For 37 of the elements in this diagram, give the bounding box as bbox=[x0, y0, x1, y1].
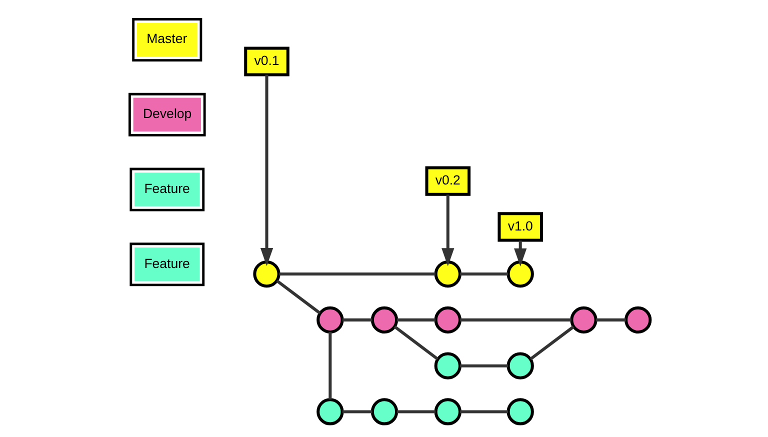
node-circle bbox=[624, 306, 652, 334]
connector bbox=[595, 318, 626, 322]
connector bbox=[396, 410, 436, 414]
connector bbox=[328, 332, 332, 400]
node-circle bbox=[370, 306, 398, 334]
node-circle bbox=[506, 352, 534, 380]
connector bbox=[278, 272, 436, 276]
node-circle bbox=[252, 260, 280, 288]
connector bbox=[529, 326, 574, 360]
node-box: v0.2 bbox=[424, 166, 470, 196]
arrow bbox=[441, 194, 454, 266]
node-circle bbox=[434, 260, 461, 288]
node-circle bbox=[506, 398, 534, 426]
connector bbox=[342, 318, 372, 322]
connector bbox=[460, 272, 508, 276]
node-circle bbox=[506, 260, 534, 288]
node-circle bbox=[316, 306, 344, 334]
connector bbox=[342, 410, 372, 414]
node-circle bbox=[370, 398, 398, 426]
connector bbox=[276, 280, 320, 314]
node-circle bbox=[570, 306, 597, 334]
node-circle bbox=[434, 352, 461, 380]
node-circle bbox=[316, 398, 344, 426]
connector bbox=[460, 364, 508, 368]
legend-label: Master bbox=[146, 31, 187, 46]
node-circle bbox=[434, 398, 461, 426]
node-box: v0.1 bbox=[244, 46, 289, 76]
legend-label: Feature bbox=[144, 180, 190, 196]
connector bbox=[460, 410, 508, 414]
connector bbox=[460, 318, 571, 322]
node-box: v1.0 bbox=[497, 212, 542, 242]
legend-label: Feature bbox=[144, 256, 190, 271]
connector bbox=[393, 326, 438, 360]
connector bbox=[396, 318, 436, 322]
arrow bbox=[260, 74, 273, 266]
node-circle bbox=[434, 306, 461, 334]
legend-label: Develop bbox=[142, 106, 192, 122]
